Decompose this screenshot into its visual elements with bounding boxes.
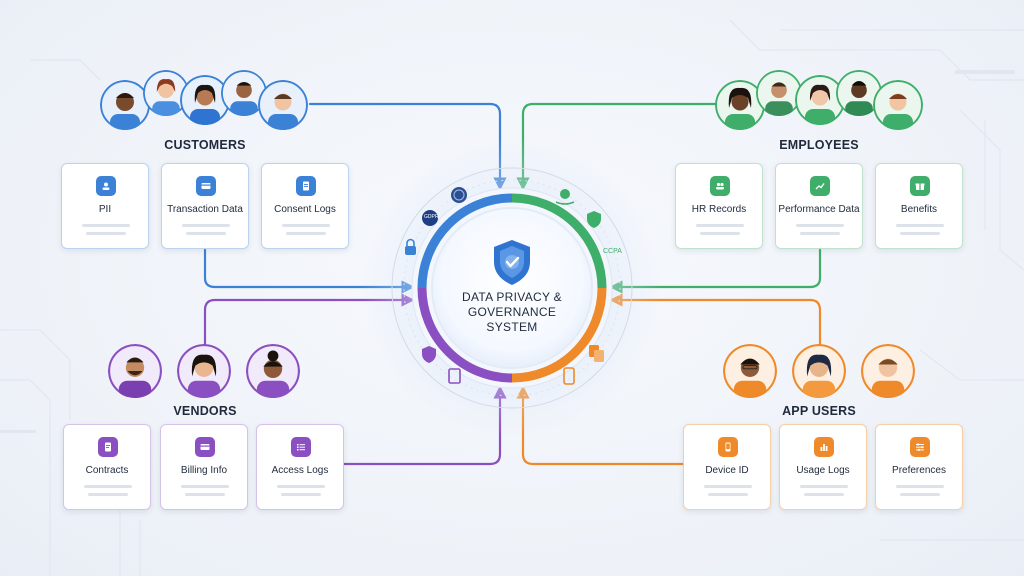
hub-title-line3: SYSTEM	[486, 320, 538, 334]
card-label: Billing Info	[180, 465, 228, 476]
phone-icon	[718, 437, 738, 457]
employee-avatar	[836, 70, 882, 116]
money-hand-icon	[555, 189, 575, 205]
app-user-avatar	[723, 344, 777, 398]
vendor-avatar	[108, 344, 162, 398]
credit-card-icon	[196, 176, 216, 196]
document-orbit-icon	[448, 368, 461, 384]
customers-card-pii[interactable]: PII	[61, 163, 149, 249]
phone-orbit-icon	[563, 367, 575, 385]
gdpr-label: GDPR	[424, 214, 439, 220]
employee-avatar	[873, 80, 923, 130]
employee-avatar	[756, 70, 802, 116]
gdpr-badge-icon	[422, 210, 438, 226]
customer-avatar	[180, 75, 230, 125]
customer-avatar	[100, 80, 150, 130]
list-icon	[291, 437, 311, 457]
card-label: HR Records	[691, 204, 747, 215]
document-icon	[296, 176, 316, 196]
customer-avatar	[221, 70, 267, 116]
customers-cards-to-hub-line	[203, 248, 415, 294]
card-label: Usage Logs	[796, 465, 850, 476]
billing-card-icon	[195, 437, 215, 457]
card-label: Consent Logs	[274, 204, 336, 215]
hub-title-line1: DATA PRIVACY &	[461, 290, 562, 304]
customers-to-hub-line	[308, 102, 507, 191]
globe-badge-icon	[451, 187, 467, 203]
vendors-title: VENDORS	[173, 404, 237, 418]
customer-avatar	[258, 80, 308, 130]
gift-icon	[910, 176, 930, 196]
app-users-title: APP USERS	[782, 404, 856, 418]
ccpa-label: CCPA	[603, 248, 622, 255]
customers-card-consent-logs[interactable]: Consent Logs	[261, 163, 349, 249]
card-label: PII	[98, 204, 112, 215]
vendors-card-access-logs[interactable]: Access Logs	[256, 424, 344, 510]
sliders-icon	[910, 437, 930, 457]
vendor-avatar	[177, 344, 231, 398]
appusers-to-hub-line	[609, 293, 822, 347]
card-label: Transaction Data	[167, 204, 243, 215]
employees-title: EMPLOYEES	[779, 138, 859, 152]
customer-avatar	[143, 70, 189, 116]
vendors-cards-to-hub-line	[341, 385, 507, 466]
id-card-icon	[96, 176, 116, 196]
vendors-card-billing-info[interactable]: Billing Info	[160, 424, 248, 510]
card-label: Preferences	[892, 465, 946, 476]
employees-card-performance-data[interactable]: Performance Data	[775, 163, 863, 249]
trend-chart-icon	[810, 176, 830, 196]
app-users-card-device-id[interactable]: Device ID	[683, 424, 771, 510]
employees-to-hub-line	[516, 102, 720, 191]
card-label: Access Logs	[271, 465, 329, 476]
shield-orbit-icon	[587, 211, 601, 228]
card-label: Device ID	[705, 465, 749, 476]
employees-cards-to-hub-line	[609, 248, 822, 294]
people-icon	[710, 176, 730, 196]
card-label: Benefits	[900, 204, 938, 215]
customers-title: CUSTOMERS	[164, 138, 246, 152]
lock-orbit-icon	[405, 238, 416, 255]
shield-check-icon	[494, 240, 530, 285]
app-user-avatar	[792, 344, 846, 398]
card-label: Contracts	[85, 465, 129, 476]
app-user-avatar	[861, 344, 915, 398]
employees-card-benefits[interactable]: Benefits	[875, 163, 963, 249]
appusers-cards-to-hub-line	[516, 385, 685, 466]
employee-avatar	[795, 75, 845, 125]
app-users-card-preferences[interactable]: Preferences	[875, 424, 963, 510]
shield-lock-orbit-icon	[422, 346, 436, 363]
contract-icon	[98, 437, 118, 457]
customers-card-transaction-data[interactable]: Transaction Data	[161, 163, 249, 249]
app-users-card-usage-logs[interactable]: Usage Logs	[779, 424, 867, 510]
card-label: Performance Data	[778, 204, 860, 215]
hub-title-line2: GOVERNANCE	[467, 305, 557, 319]
vendor-avatar	[246, 344, 300, 398]
vendors-card-contracts[interactable]: Contracts	[63, 424, 151, 510]
vendors-to-hub-line	[203, 293, 415, 347]
bar-chart-icon	[814, 437, 834, 457]
hub-title: DATA PRIVACY & GOVERNANCE SYSTEM	[442, 290, 582, 335]
files-orbit-icon	[589, 345, 604, 362]
employees-card-hr-records[interactable]: HR Records	[675, 163, 763, 249]
